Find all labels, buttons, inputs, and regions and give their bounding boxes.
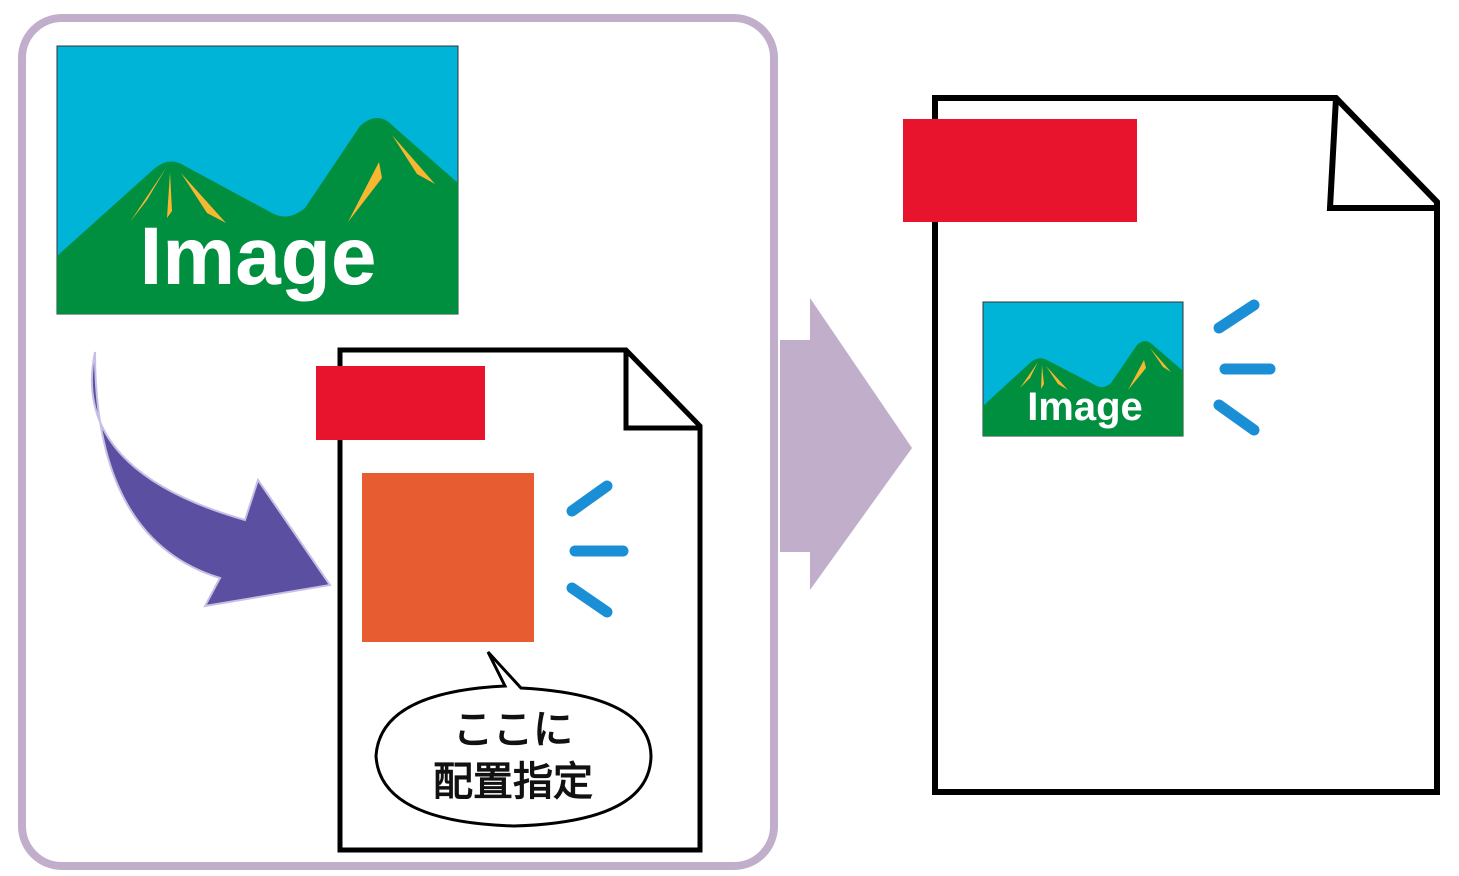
- large-document-icon: Image: [903, 95, 1440, 795]
- text-lines-icon: [566, 480, 629, 618]
- big-arrow-icon: [780, 298, 912, 590]
- source-image-label: Image: [140, 211, 377, 302]
- text-lines-icon: [1213, 299, 1276, 436]
- placed-image-icon: Image: [982, 301, 1184, 437]
- callout-bubble: ここに 配置指定: [374, 650, 653, 828]
- image-placeholder: [362, 473, 534, 642]
- placed-image-label: Image: [1027, 385, 1143, 429]
- callout-line2: 配置指定: [433, 759, 593, 805]
- callout-line1: ここに: [453, 707, 573, 753]
- source-image-icon: Image: [56, 45, 459, 315]
- header-bar: [316, 366, 485, 440]
- curved-arrow-icon: [90, 351, 332, 608]
- header-bar: [903, 119, 1137, 222]
